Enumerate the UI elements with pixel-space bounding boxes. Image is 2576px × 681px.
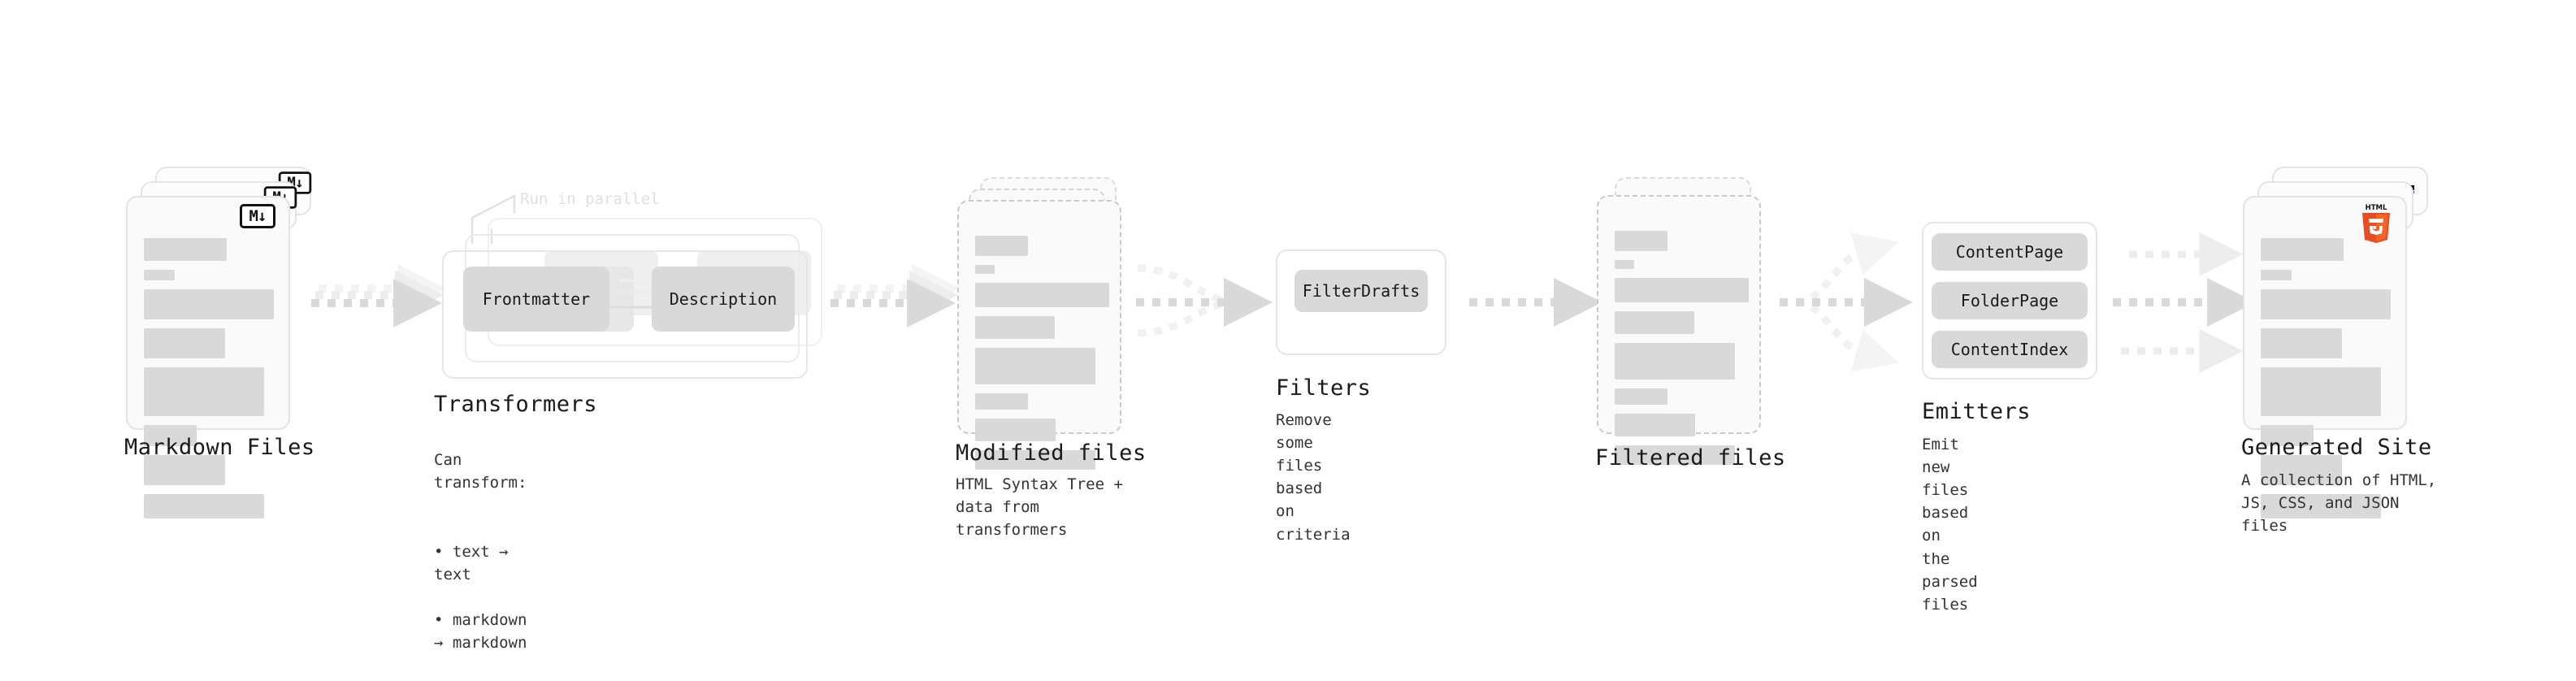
doc-row <box>1615 278 1749 302</box>
arrow-filtered-to-emitters <box>1780 232 1913 372</box>
doc-row <box>975 283 1109 307</box>
doc-row <box>2261 494 2381 518</box>
emitter-chip-contentpage[interactable]: ContentPage <box>1932 233 2088 271</box>
doc-row <box>1615 311 1694 334</box>
transformers-subtitle-line: Can transform: <box>434 451 527 492</box>
stage-title-transformers: Transformers <box>434 392 598 417</box>
doc-row <box>975 265 995 274</box>
doc-row <box>1615 388 1667 405</box>
doc-row <box>1615 231 1667 251</box>
doc-content-rows <box>975 236 1109 479</box>
doc-row <box>975 393 1028 410</box>
stage-subtitle-generated-site: A collection of HTML, JS, CSS, and JSON … <box>2241 471 2437 536</box>
doc-content-rows <box>1615 231 1749 474</box>
stage-markdown-files: M↓ M↓ M↓ Markdown Files <box>124 167 321 518</box>
doc-row <box>144 289 274 319</box>
filter-chip-filterdrafts-label: FilterDrafts <box>1302 281 1420 301</box>
emitter-chip-contentindex-label: ContentIndex <box>1950 340 2069 359</box>
stage-subtitle-filters: Remove some files based on criteria <box>1276 411 1351 544</box>
transformer-chip-frontmatter-label: Frontmatter <box>482 289 591 309</box>
doc-row <box>2261 238 2344 261</box>
stage-generated-site: CSS HTML <box>2241 167 2438 535</box>
doc-row <box>1615 260 1634 269</box>
arrow-transformers-to-modified <box>830 264 961 327</box>
doc-row <box>975 236 1028 256</box>
doc-row <box>1615 343 1735 380</box>
doc-row <box>1615 414 1695 436</box>
stage-title-markdown-files: Markdown Files <box>124 435 315 460</box>
filtered-file-stack[interactable] <box>1597 177 1784 465</box>
doc-row <box>1615 445 1735 465</box>
stage-subtitle-transformers: Can transform: text → text markdown → ma… <box>434 426 527 681</box>
filter-chip-filterdrafts[interactable]: FilterDrafts <box>1295 270 1428 312</box>
generated-site-stack[interactable]: CSS HTML <box>2243 167 2438 518</box>
emitter-chip-contentindex[interactable]: ContentIndex <box>1932 331 2088 368</box>
doc-row <box>975 450 1095 470</box>
doc-row <box>2261 455 2342 485</box>
transformer-chip-frontmatter[interactable]: Frontmatter <box>463 267 609 332</box>
doc-row <box>144 238 227 261</box>
doc-row <box>144 367 264 416</box>
doc-row <box>975 419 1056 441</box>
markdown-badge-label-front: M↓ <box>249 206 267 225</box>
doc-row <box>144 270 175 280</box>
doc-row <box>975 316 1055 339</box>
transformer-chip-description-label: Description <box>669 289 778 309</box>
arrow-markdown-to-transformers <box>311 264 446 327</box>
doc-row <box>2261 425 2314 446</box>
transformers-bullet: html → html <box>434 677 527 681</box>
transformers-bullet: markdown → markdown <box>434 609 527 654</box>
transformer-panel-front[interactable] <box>442 250 808 379</box>
stage-title-emitters: Emitters <box>1922 399 2032 424</box>
doc-row <box>144 455 225 485</box>
emitter-chip-contentpage-label: ContentPage <box>1955 242 2064 262</box>
doc-content-rows <box>2261 238 2394 527</box>
doc-row <box>144 494 264 518</box>
stage-title-filtered-files: Filtered files <box>1595 445 1786 471</box>
doc-row <box>144 425 197 446</box>
svg-text:HTML: HTML <box>2366 204 2387 212</box>
doc-row <box>2261 270 2292 280</box>
doc-row <box>975 348 1095 384</box>
transformers-bullet: text → text <box>434 540 527 586</box>
stage-subtitle-modified-files: HTML Syntax Tree + data from transformer… <box>956 475 1123 540</box>
stage-filtered-files: Filtered files <box>1595 177 1785 471</box>
stage-title-filters: Filters <box>1276 375 1372 401</box>
stage-modified-files: Modified files HTML Syntax Tree + data f… <box>956 177 1146 539</box>
transformer-chip-description[interactable]: Description <box>652 267 795 332</box>
markdown-file-stack[interactable]: M↓ M↓ M↓ <box>126 167 321 518</box>
stage-title-generated-site: Generated Site <box>2241 435 2432 460</box>
doc-content-rows <box>144 238 277 527</box>
html5-icon: HTML <box>2359 202 2393 243</box>
arrow-modified-to-filters <box>1136 264 1273 337</box>
modified-file-stack[interactable] <box>957 177 1144 470</box>
doc-row <box>2261 289 2391 319</box>
stage-subtitle-emitters: Emit new files based on the parsed files <box>1922 436 1978 614</box>
markdown-badge-front: M↓ <box>240 204 275 228</box>
doc-row <box>2261 367 2381 416</box>
transformers-bullet-list: text → text markdown → markdown html → h… <box>434 517 527 681</box>
arrow-emitters-to-site <box>2113 232 2256 373</box>
run-in-parallel-label: Run in parallel <box>520 190 660 208</box>
emitter-chip-folderpage[interactable]: FolderPage <box>1932 282 2088 319</box>
stage-title-modified-files: Modified files <box>956 440 1147 466</box>
doc-row <box>2261 328 2342 358</box>
emitter-chip-folderpage-label: FolderPage <box>1960 291 2059 310</box>
doc-row <box>144 328 225 358</box>
